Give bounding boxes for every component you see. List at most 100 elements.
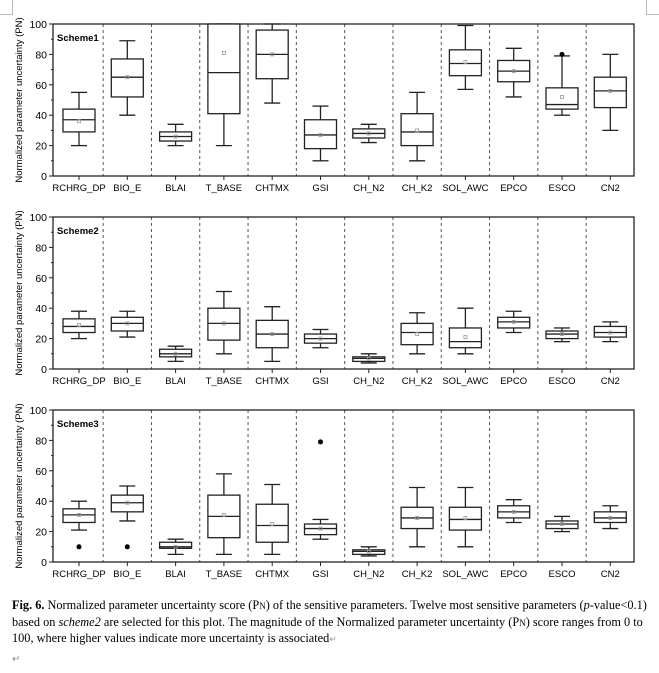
outlier-point — [124, 544, 130, 550]
x-tick-label: CN2 — [601, 183, 620, 194]
x-tick-label: RCHRG_DP — [52, 183, 105, 194]
x-tick-label: BIO_E — [113, 569, 141, 580]
outlier-point — [559, 51, 565, 57]
x-tick-label: T_BASE — [206, 569, 242, 580]
y-tick-label: 60 — [35, 466, 47, 478]
x-tick-label: T_BASE — [206, 183, 242, 194]
caption-text: ) score ranges from 0 to 100, where high… — [12, 614, 643, 646]
mean-marker — [560, 332, 564, 336]
mean-marker — [125, 500, 130, 505]
plot-frame — [52, 216, 635, 370]
mean-marker — [125, 321, 130, 326]
box-iqr — [448, 506, 483, 531]
box-iqr — [593, 511, 627, 524]
x-tick-label: GSI — [312, 569, 328, 580]
x-tick-label: SOL_AWC — [442, 569, 488, 580]
y-tick-label: 80 — [35, 242, 47, 254]
mean-marker — [511, 509, 516, 514]
x-tick-label: GSI — [312, 376, 328, 387]
box-iqr — [303, 119, 338, 150]
caption-text: Normalized parameter uncertainty score (… — [44, 598, 260, 612]
x-tick-label: CH_N2 — [353, 376, 384, 387]
x-tick-label: CH_K2 — [402, 376, 433, 387]
x-tick-label: CN2 — [601, 376, 620, 387]
y-tick-label: 40 — [35, 303, 47, 315]
y-tick-label: 40 — [35, 110, 47, 122]
mean-marker — [560, 522, 564, 526]
mean-marker — [77, 512, 81, 517]
mean-marker — [511, 319, 516, 324]
mean-marker — [221, 321, 226, 326]
x-tick-label: CH_N2 — [353, 183, 384, 194]
y-axis-label: Normalized parameter uncertainty (PN) — [14, 210, 25, 375]
mean-marker — [173, 544, 178, 549]
mean-marker — [221, 512, 226, 517]
mean-marker — [270, 332, 275, 336]
caption-text: -value<0.1) based on — [12, 598, 647, 629]
outlier-point — [76, 544, 82, 550]
y-tick-label: 100 — [29, 405, 47, 417]
caption-label: Fig. 6. — [12, 598, 45, 612]
panel-title: Scheme1 — [57, 33, 99, 44]
box-iqr — [448, 327, 483, 349]
box-iqr — [352, 549, 386, 556]
x-tick-label: EPCO — [500, 376, 527, 387]
x-tick-label: CN2 — [601, 569, 620, 580]
y-tick-label: 40 — [35, 496, 47, 508]
y-tick-label: 0 — [41, 557, 47, 569]
x-tick-label: T_BASE — [206, 376, 242, 387]
page-corner-mark-left — [0, 0, 13, 15]
x-tick-label: SOL_AWC — [442, 183, 488, 194]
box-iqr — [593, 325, 627, 338]
box-iqr — [110, 316, 144, 332]
y-tick-label: 100 — [29, 212, 47, 224]
mean-marker — [463, 516, 468, 520]
x-tick-label: SOL_AWC — [442, 376, 488, 387]
mean-marker — [366, 131, 371, 136]
x-tick-label: CH_K2 — [402, 183, 433, 194]
mean-marker — [318, 336, 323, 341]
y-tick-label: 0 — [41, 364, 47, 376]
mean-marker — [608, 516, 613, 520]
mean-marker — [511, 69, 516, 74]
plot-frame — [52, 409, 635, 563]
box-iqr — [545, 330, 579, 340]
caption-italic: p — [583, 598, 590, 612]
x-tick-label: BLAI — [165, 569, 186, 580]
y-tick-label: 0 — [41, 171, 47, 183]
mean-marker — [125, 75, 130, 80]
mean-marker — [270, 52, 275, 57]
y-tick-label: 80 — [35, 49, 47, 61]
box-iqr — [110, 494, 144, 513]
y-tick-label: 20 — [35, 141, 47, 153]
x-tick-label: RCHRG_DP — [52, 376, 105, 387]
mean-marker — [608, 330, 613, 335]
page-corner-mark-right — [646, 0, 659, 15]
x-tick-label: BLAI — [165, 183, 186, 194]
box-iqr — [400, 113, 434, 147]
mean-marker — [77, 323, 81, 327]
x-tick-label: BIO_E — [113, 183, 141, 194]
paragraph-mark: ↵ — [12, 654, 21, 665]
mean-marker — [366, 549, 371, 554]
box-iqr — [400, 322, 434, 346]
caption-text: ) of the sensitive parameters. Twelve mo… — [265, 598, 584, 612]
mean-marker — [318, 526, 323, 531]
box-iqr — [352, 356, 386, 363]
box-iqr — [593, 76, 627, 109]
box-iqr — [255, 503, 289, 543]
mean-marker — [173, 134, 178, 139]
y-tick-label: 60 — [35, 80, 47, 92]
mean-marker — [366, 356, 371, 361]
x-tick-label: CHTMX — [255, 183, 289, 194]
y-tick-label: 60 — [35, 273, 47, 285]
caption-sub: N — [259, 601, 266, 611]
mean-marker — [77, 119, 81, 124]
box-iqr — [62, 318, 96, 334]
y-axis-label: Normalized parameter uncertainty (PN) — [14, 17, 25, 182]
y-tick-label: 100 — [29, 19, 47, 31]
caption-sub: N — [519, 617, 526, 628]
mean-marker — [221, 50, 226, 55]
mean-marker — [318, 133, 323, 137]
x-tick-label: EPCO — [500, 569, 527, 580]
